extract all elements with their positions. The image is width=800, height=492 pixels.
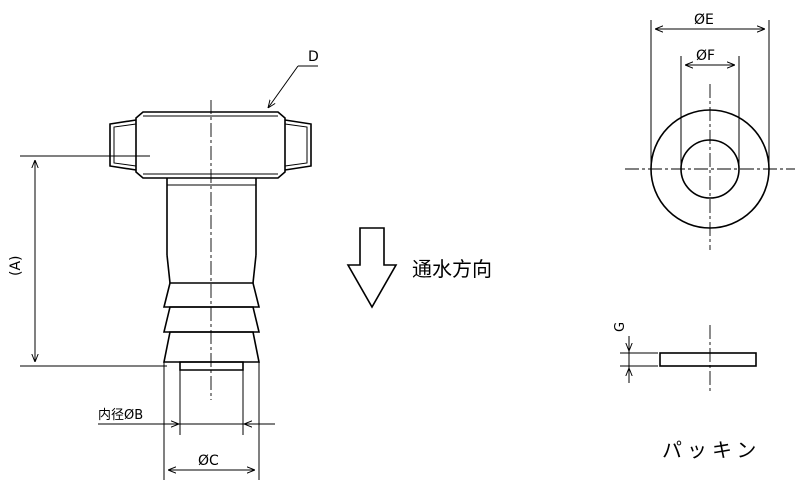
dimension-D: D [268, 49, 319, 108]
label-A: (A) [8, 255, 24, 276]
dimension-G: G [613, 322, 658, 383]
dimension-A: (A) [8, 155, 167, 367]
flow-direction-arrow: 通水方向 [346, 227, 492, 309]
hex-nut [109, 111, 312, 179]
fitting-side-view [109, 100, 312, 400]
label-D: D [308, 49, 319, 65]
label-C: ØC [198, 453, 219, 469]
hose-barbs [162, 282, 261, 371]
stem [166, 178, 257, 284]
dimension-E: ØE [650, 12, 770, 167]
label-G: G [613, 322, 628, 332]
label-F: ØF [696, 48, 715, 64]
dimension-inner-diameter-B: 内径ØB [98, 370, 275, 435]
packing-front-view [625, 84, 795, 250]
label-inner-diameter-B: 内径ØB [98, 407, 143, 423]
dimension-F: ØF [680, 48, 740, 167]
dimension-C: ØC [163, 362, 260, 480]
label-E: ØE [694, 12, 714, 28]
packing-label: パッキン [662, 438, 761, 462]
packing-side-view [659, 325, 757, 392]
flow-direction-label: 通水方向 [412, 257, 492, 281]
